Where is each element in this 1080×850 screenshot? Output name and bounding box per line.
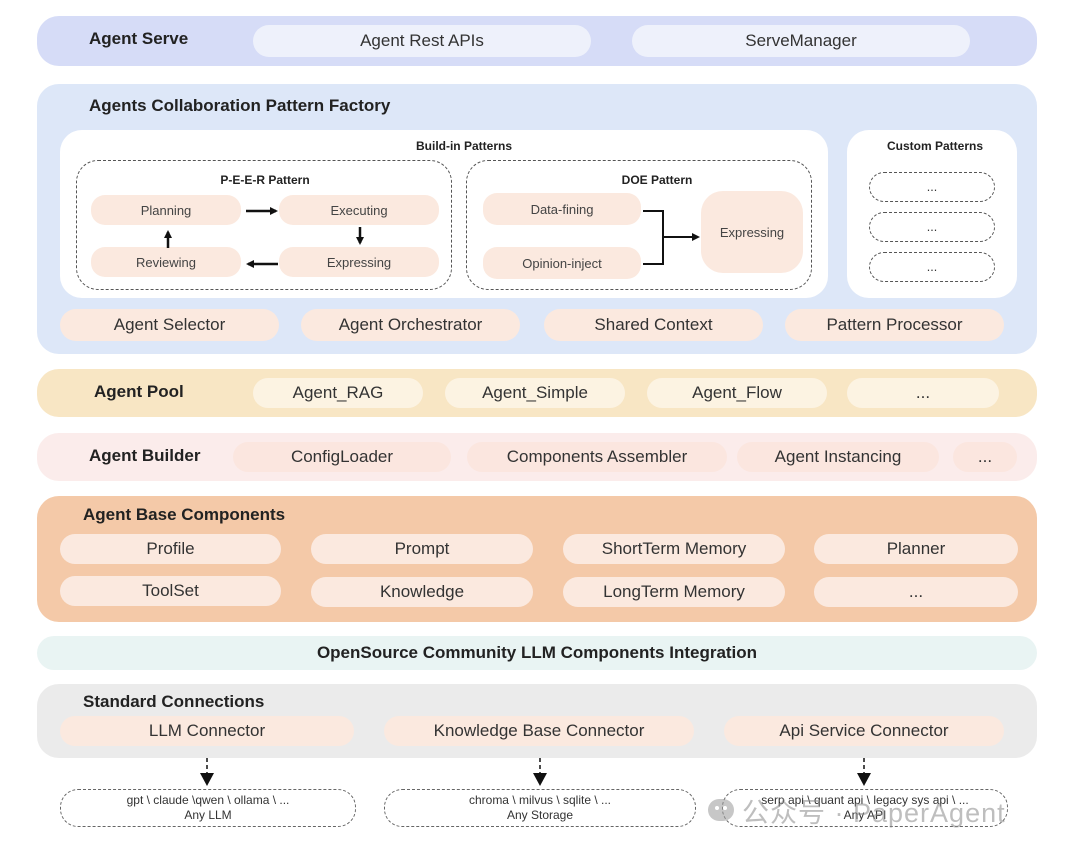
arrowhead-api	[857, 773, 871, 786]
custom-pattern-3: ...	[869, 252, 995, 282]
api-targets-list: serp api \ quant api \ legacy sys api \ …	[761, 793, 969, 807]
shared-context: Shared Context	[544, 309, 763, 341]
doe-expressing: Expressing	[701, 191, 803, 273]
peer-expressing: Expressing	[279, 247, 439, 277]
storage-targets-list: chroma \ milvus \ sqlite \ ...	[468, 793, 612, 807]
storage-targets-label: Any Storage	[506, 808, 574, 822]
llm-targets-list: gpt \ claude \qwen \ ollama \ ...	[126, 793, 290, 807]
llm-targets-label: Any LLM	[184, 808, 232, 822]
agent-base-title: Agent Base Components	[83, 505, 286, 524]
api-targets-label: Any API	[843, 808, 887, 822]
factory-title: Agents Collaboration Pattern Factory	[89, 96, 391, 115]
api-service-connector: Api Service Connector	[724, 716, 1004, 746]
base-toolset: ToolSet	[60, 576, 281, 606]
serve-manager: ServeManager	[632, 25, 970, 57]
peer-planning: Planning	[91, 195, 241, 225]
buildin-patterns-panel: Build-in Patterns P-E-E-R Pattern Planni…	[60, 130, 828, 298]
opensource-community-title: OpenSource Community LLM Components Inte…	[316, 643, 758, 662]
opensource-community-band: OpenSource Community LLM Components Inte…	[37, 636, 1037, 670]
doe-pattern-title: DOE Pattern	[621, 173, 693, 187]
knowledge-base-connector: Knowledge Base Connector	[384, 716, 694, 746]
llm-connector: LLM Connector	[60, 716, 354, 746]
custom-patterns-title: Custom Patterns	[886, 139, 984, 153]
agent-flow: Agent_Flow	[647, 378, 827, 408]
agent-builder-band: Agent Builder ConfigLoader Components As…	[37, 433, 1037, 481]
buildin-patterns-title: Build-in Patterns	[415, 139, 512, 153]
peer-reviewing: Reviewing	[91, 247, 241, 277]
agent-base-band: Agent Base Components Profile Prompt Sho…	[37, 496, 1037, 622]
custom-pattern-2: ...	[869, 212, 995, 242]
agent-serve-title: Agent Serve	[89, 29, 189, 48]
arrowhead-llm	[200, 773, 214, 786]
agent-serve-band: Agent Serve Agent Rest APIs ServeManager	[37, 16, 1037, 66]
standard-connections-title: Standard Connections	[83, 692, 265, 711]
peer-pattern-box: P-E-E-R Pattern Planning Executing Revie…	[76, 160, 452, 290]
pattern-factory-band: Agents Collaboration Pattern Factory Bui…	[37, 84, 1037, 354]
storage-targets-box: chroma \ milvus \ sqlite \ ... Any Stora…	[384, 789, 696, 827]
agent-pool-title: Agent Pool	[94, 382, 184, 401]
agent-rest-apis: Agent Rest APIs	[253, 25, 591, 57]
peer-pattern-title: P-E-E-R Pattern	[220, 173, 310, 187]
agent-simple: Agent_Simple	[445, 378, 625, 408]
custom-patterns-panel: Custom Patterns ... ... ...	[847, 130, 1017, 298]
agent-pool-more: ...	[847, 378, 999, 408]
doe-opinion-inject: Opinion-inject	[483, 247, 641, 279]
standard-connections-band: Standard Connections LLM Connector Knowl…	[37, 684, 1037, 758]
watermark: 公众号 · PaperAgent	[708, 790, 1048, 830]
base-planner: Planner	[814, 534, 1018, 564]
agent-builder-more: ...	[953, 442, 1017, 472]
doe-data-fining: Data-fining	[483, 193, 641, 225]
custom-pattern-1: ...	[869, 172, 995, 202]
base-prompt: Prompt	[311, 534, 533, 564]
agent-instancing: Agent Instancing	[737, 442, 939, 472]
agent-builder-title: Agent Builder	[89, 446, 201, 465]
config-loader: ConfigLoader	[233, 442, 451, 472]
base-longterm-memory: LongTerm Memory	[563, 577, 785, 607]
base-more: ...	[814, 577, 1018, 607]
base-shortterm-memory: ShortTerm Memory	[563, 534, 785, 564]
doe-pattern-box: DOE Pattern Data-fining Opinion-inject E…	[466, 160, 812, 290]
base-profile: Profile	[60, 534, 281, 564]
base-knowledge: Knowledge	[311, 577, 533, 607]
llm-targets-box: gpt \ claude \qwen \ ollama \ ... Any LL…	[60, 789, 356, 827]
agent-rag: Agent_RAG	[253, 378, 423, 408]
wechat-icon	[708, 799, 734, 821]
api-targets-box: serp api \ quant api \ legacy sys api \ …	[722, 789, 1008, 827]
agent-orchestrator: Agent Orchestrator	[301, 309, 520, 341]
watermark-text: 公众号 · PaperAgent	[742, 797, 1006, 828]
arrowhead-kb	[533, 773, 547, 786]
doe-merge-lines	[643, 210, 664, 265]
agent-pool-band: Agent Pool Agent_RAG Agent_Simple Agent_…	[37, 369, 1037, 417]
components-assembler: Components Assembler	[467, 442, 727, 472]
agent-selector: Agent Selector	[60, 309, 279, 341]
peer-executing: Executing	[279, 195, 439, 225]
pattern-processor: Pattern Processor	[785, 309, 1004, 341]
